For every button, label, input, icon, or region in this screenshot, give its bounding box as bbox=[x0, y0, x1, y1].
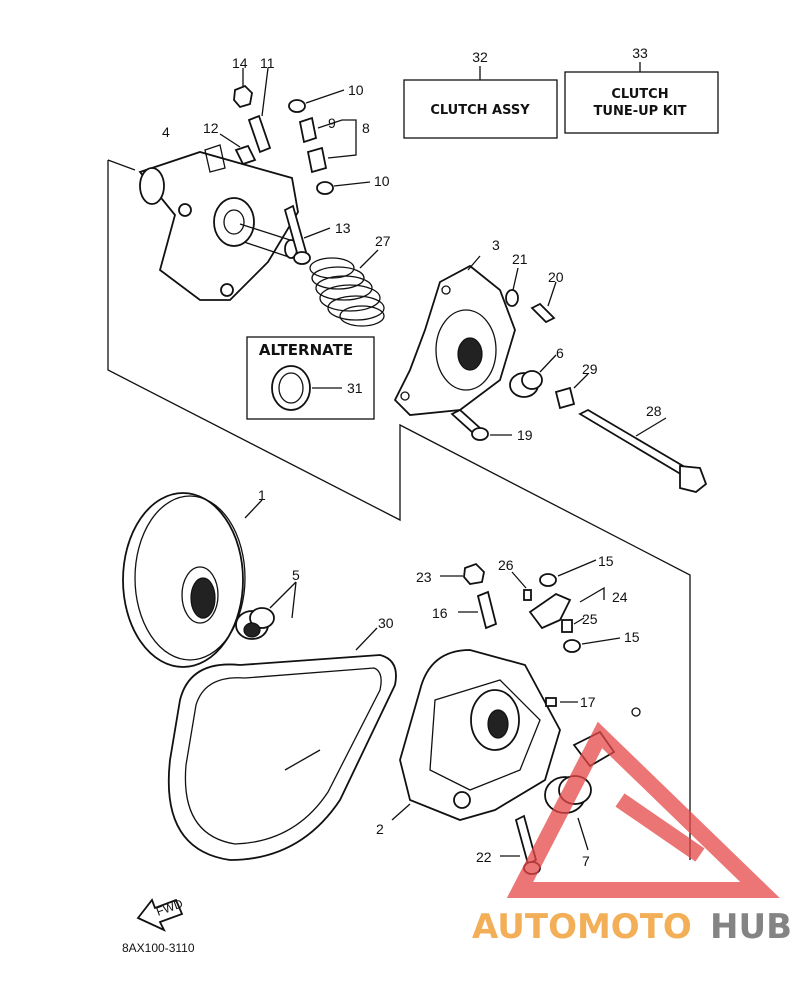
diagram-code: 8AX100-3110 bbox=[122, 941, 195, 955]
part-13-bolt[interactable] bbox=[283, 204, 331, 265]
label-12: 12 bbox=[203, 120, 219, 136]
part-19-bolt[interactable] bbox=[450, 408, 512, 441]
label-25: 25 bbox=[582, 611, 598, 627]
label-20: 20 bbox=[548, 269, 564, 285]
label-26: 26 bbox=[498, 557, 514, 573]
part-12-screw[interactable] bbox=[219, 133, 257, 166]
label-28: 28 bbox=[646, 403, 662, 419]
part-30-belt[interactable] bbox=[167, 627, 397, 861]
part-26-screw[interactable] bbox=[511, 571, 532, 601]
label-19: 19 bbox=[517, 427, 533, 443]
fwd-arrow: FWD bbox=[136, 896, 185, 932]
clutch-assy-box[interactable]: 32 CLUTCH ASSY bbox=[403, 49, 558, 139]
label-15a: 15 bbox=[598, 553, 614, 569]
label-7: 7 bbox=[582, 853, 590, 869]
label-24: 24 bbox=[612, 589, 628, 605]
clutch-assy-label: CLUTCH ASSY bbox=[430, 103, 530, 118]
label-29: 29 bbox=[582, 361, 598, 377]
part-23-nut[interactable] bbox=[440, 562, 485, 585]
part-10-washers[interactable] bbox=[288, 89, 371, 195]
label-2: 2 bbox=[376, 821, 384, 837]
part-labels: 14 11 10 9 8 12 4 10 13 27 3 21 20 6 29 … bbox=[162, 55, 662, 869]
label-8: 8 bbox=[362, 120, 370, 136]
alternate-label: ALTERNATE bbox=[259, 341, 353, 359]
label-14: 14 bbox=[232, 55, 248, 71]
label-27: 27 bbox=[375, 233, 391, 249]
label-4: 4 bbox=[162, 124, 170, 140]
part-4-spider[interactable] bbox=[138, 144, 299, 301]
label-11: 11 bbox=[260, 55, 275, 71]
part-1-sheave[interactable] bbox=[122, 492, 263, 668]
part-20-bolt[interactable] bbox=[530, 281, 557, 324]
label-9: 9 bbox=[328, 115, 336, 131]
label-17: 17 bbox=[580, 694, 596, 710]
part-9-bushing[interactable] bbox=[298, 116, 357, 174]
part-16-pin[interactable] bbox=[458, 590, 498, 630]
part-14-nut[interactable] bbox=[233, 68, 253, 109]
label-1: 1 bbox=[258, 487, 266, 503]
watermark-hub: HUB bbox=[710, 907, 792, 947]
watermark-automoto: AUTOMOTO bbox=[472, 907, 692, 947]
part-24-weight[interactable] bbox=[528, 586, 605, 630]
label-21: 21 bbox=[512, 251, 528, 267]
label-16: 16 bbox=[432, 605, 448, 621]
part-3-cover[interactable] bbox=[393, 255, 516, 416]
assembly-frame bbox=[107, 159, 691, 860]
label-23: 23 bbox=[416, 569, 432, 585]
automotohub-watermark: AUTOMOTO HUB bbox=[472, 721, 792, 947]
tune-up-kit-number: 33 bbox=[632, 45, 648, 61]
label-22: 22 bbox=[476, 849, 492, 865]
part-28-long-bolt[interactable] bbox=[578, 408, 708, 493]
label-10b: 10 bbox=[374, 173, 390, 189]
tune-up-kit-line1: CLUTCH bbox=[611, 87, 668, 102]
part-6-bushing[interactable] bbox=[509, 354, 557, 398]
part-21-washer[interactable] bbox=[505, 267, 519, 307]
part-27-spring[interactable] bbox=[309, 249, 385, 327]
tune-up-kit-box[interactable]: 33 CLUTCH TUNE-UP KIT bbox=[564, 45, 719, 134]
part-17-pin[interactable] bbox=[545, 697, 578, 707]
part-25-bushing[interactable] bbox=[561, 617, 585, 633]
label-13: 13 bbox=[335, 220, 351, 236]
part-11-pin[interactable] bbox=[247, 67, 272, 154]
label-15b: 15 bbox=[624, 629, 640, 645]
label-10a: 10 bbox=[348, 82, 364, 98]
part-5-collars[interactable] bbox=[235, 581, 297, 640]
part-29-collar[interactable] bbox=[554, 373, 589, 410]
part-15-washers[interactable] bbox=[539, 559, 621, 653]
clutch-assy-number: 32 bbox=[472, 49, 488, 65]
label-30: 30 bbox=[378, 615, 394, 631]
part-31-label: 31 bbox=[347, 380, 363, 396]
label-5: 5 bbox=[292, 567, 300, 583]
label-6: 6 bbox=[556, 345, 564, 361]
part-2-movable-sheave[interactable] bbox=[391, 649, 561, 821]
tune-up-kit-line2: TUNE-UP KIT bbox=[594, 104, 687, 119]
label-3: 3 bbox=[492, 237, 500, 253]
alternate-box[interactable]: ALTERNATE 31 bbox=[246, 336, 375, 420]
